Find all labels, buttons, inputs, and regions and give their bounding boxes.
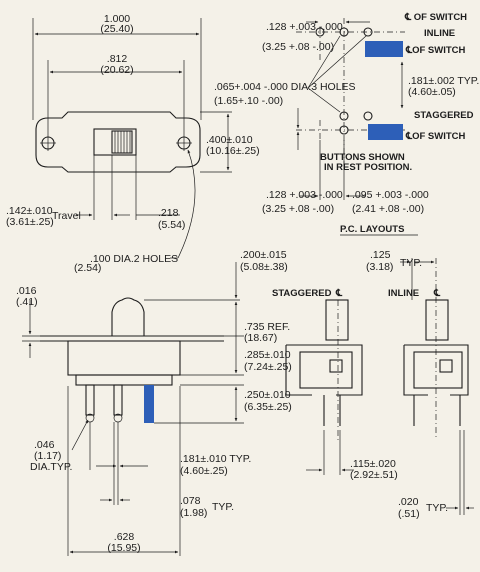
cl-switch-staggered: ℄OF SWITCH xyxy=(405,131,466,142)
ref-height: .735 REF. xyxy=(244,321,290,333)
inline-hole-2 xyxy=(339,27,349,37)
lead-thickness-mm: (.51) xyxy=(398,508,420,520)
travel-label: Travel xyxy=(52,210,81,222)
cl-switch-top: ℄ OF SWITCH xyxy=(404,12,467,23)
overall-width-mm: (25.40) xyxy=(100,23,133,35)
lead-gap-mm: (2.92±.51) xyxy=(350,469,398,481)
end-view-inline: INLINE ℄ .125 (3.18) TYP. .020 (.51) TYP… xyxy=(366,249,474,520)
inline-hole-3 xyxy=(363,27,373,37)
body-height-mm: (10.16±.25) xyxy=(206,145,260,157)
pin-offset: .125 xyxy=(370,249,391,261)
hole-spec: .065+.004 -.000 DIA.3 HOLES xyxy=(214,81,356,93)
slot-width: .218 xyxy=(158,207,179,219)
pin-pitch-mm: (4.60±.25) xyxy=(180,465,228,477)
staggered-hole-2 xyxy=(363,111,373,121)
hole-spec-mm: (1.65+.10 -.00) xyxy=(214,95,283,107)
pin-pitch: .181±.010 TYP. xyxy=(180,453,251,465)
travel-value: .142±.010 xyxy=(6,205,53,217)
end-inline-cl: ℄ xyxy=(433,288,441,299)
end-staggered-cl: ℄ xyxy=(335,288,343,299)
pin-offset-note: TYP. xyxy=(400,257,422,269)
actuator-height-mm: (5.08±.38) xyxy=(240,261,288,273)
overall-width: 1.000 xyxy=(104,13,130,25)
plate-thickness: .016 xyxy=(16,285,37,297)
pitch-top: .128 +.003 -.000 xyxy=(266,21,343,33)
note-line-1: BUTTONS SHOWN xyxy=(320,152,405,163)
slot-width-mm: (5.54) xyxy=(158,219,185,231)
staggered-label: STAGGERED xyxy=(414,110,474,121)
end-inline-label: INLINE xyxy=(388,288,419,299)
inline-hole-1 xyxy=(315,27,325,37)
side-view: .016 (.41) .200±.015 (5.08±.38) .735 REF… xyxy=(16,249,292,556)
hole-spacing-mm: (20.62) xyxy=(100,64,133,76)
lead-gap: .115±.020 xyxy=(350,458,396,470)
plate-thickness-mm: (.41) xyxy=(16,296,38,308)
actuator-knob xyxy=(111,130,133,154)
offset-value: .095 +.003 -.000 xyxy=(352,189,429,201)
side-body xyxy=(67,340,181,376)
pc-layouts-title: P.C. LAYOUTS xyxy=(340,224,404,235)
pitch-top-mm: (3.25 +.08 -.00) xyxy=(262,41,334,53)
holes-callout: .100 DIA.2 HOLES xyxy=(90,253,178,265)
base-width: .628 xyxy=(114,531,135,543)
side-pin-3-blue xyxy=(144,385,154,423)
pitch-bottom: .128 +.003 -.000 xyxy=(266,189,343,201)
pin-length-mm: (6.35±.25) xyxy=(244,401,292,413)
body-height: .400±.010 xyxy=(206,134,253,146)
pin-width-mm: (1.98) xyxy=(180,507,207,519)
body-height-side-mm: (7.24±.25) xyxy=(244,361,292,373)
inline-label: INLINE xyxy=(424,28,455,39)
spacing-value-mm: (4.60±.05) xyxy=(408,86,456,98)
end-staggered-label: STAGGERED xyxy=(272,288,332,299)
side-actuator xyxy=(111,297,145,336)
staggered-hole-3 xyxy=(339,125,349,135)
staggered-pad xyxy=(368,124,403,140)
top-view: 1.000 (25.40) .812 (20.62) . xyxy=(6,13,260,274)
base-width-mm: (15.95) xyxy=(107,542,140,554)
end-view-staggered: STAGGERED ℄ .115±.020 (2.92±.51) xyxy=(272,288,398,481)
pitch-bottom-mm: (3.25 +.08 -.00) xyxy=(262,203,334,215)
lead-thickness-note: TYP. xyxy=(426,502,448,514)
staggered-hole-1 xyxy=(339,111,349,121)
lead-thickness: .020 xyxy=(398,496,419,508)
pin-width: .078 xyxy=(180,495,201,507)
spacing-value: .181±.002 TYP. xyxy=(408,75,479,87)
pin-offset-mm: (3.18) xyxy=(366,261,393,273)
body-height-side: .285±.010 xyxy=(244,349,291,361)
holes-callout-mm: (2.54) xyxy=(74,262,101,274)
side-pin-2 xyxy=(113,384,123,416)
note-line-2: IN REST POSITION. xyxy=(324,162,412,173)
actuator-slot xyxy=(93,128,137,156)
inline-pad xyxy=(365,41,403,57)
pin-width-note: TYP. xyxy=(212,501,234,513)
offset-value-mm: (2.41 +.08 -.00) xyxy=(352,203,424,215)
hole-spacing: .812 xyxy=(107,53,128,65)
cl-switch-inline: ℄OF SWITCH xyxy=(405,45,466,56)
ref-height-mm: (18.67) xyxy=(244,332,277,344)
pin-diameter-note: DIA.TYP. xyxy=(30,461,72,473)
actuator-height: .200±.015 xyxy=(240,249,287,261)
switch-frame-outline xyxy=(35,111,201,173)
pin-diameter-mm: (1.17) xyxy=(34,450,61,462)
pin-length: .250±.010 xyxy=(244,389,291,401)
pin-diameter: .046 xyxy=(34,439,55,451)
travel-value-mm: (3.61±.25) xyxy=(6,216,54,228)
actuator-ridges xyxy=(114,131,131,153)
pc-layouts: .128 +.003 -.000 (3.25 +.08 -.00) .065+.… xyxy=(214,12,479,236)
side-pin-1 xyxy=(85,384,95,416)
